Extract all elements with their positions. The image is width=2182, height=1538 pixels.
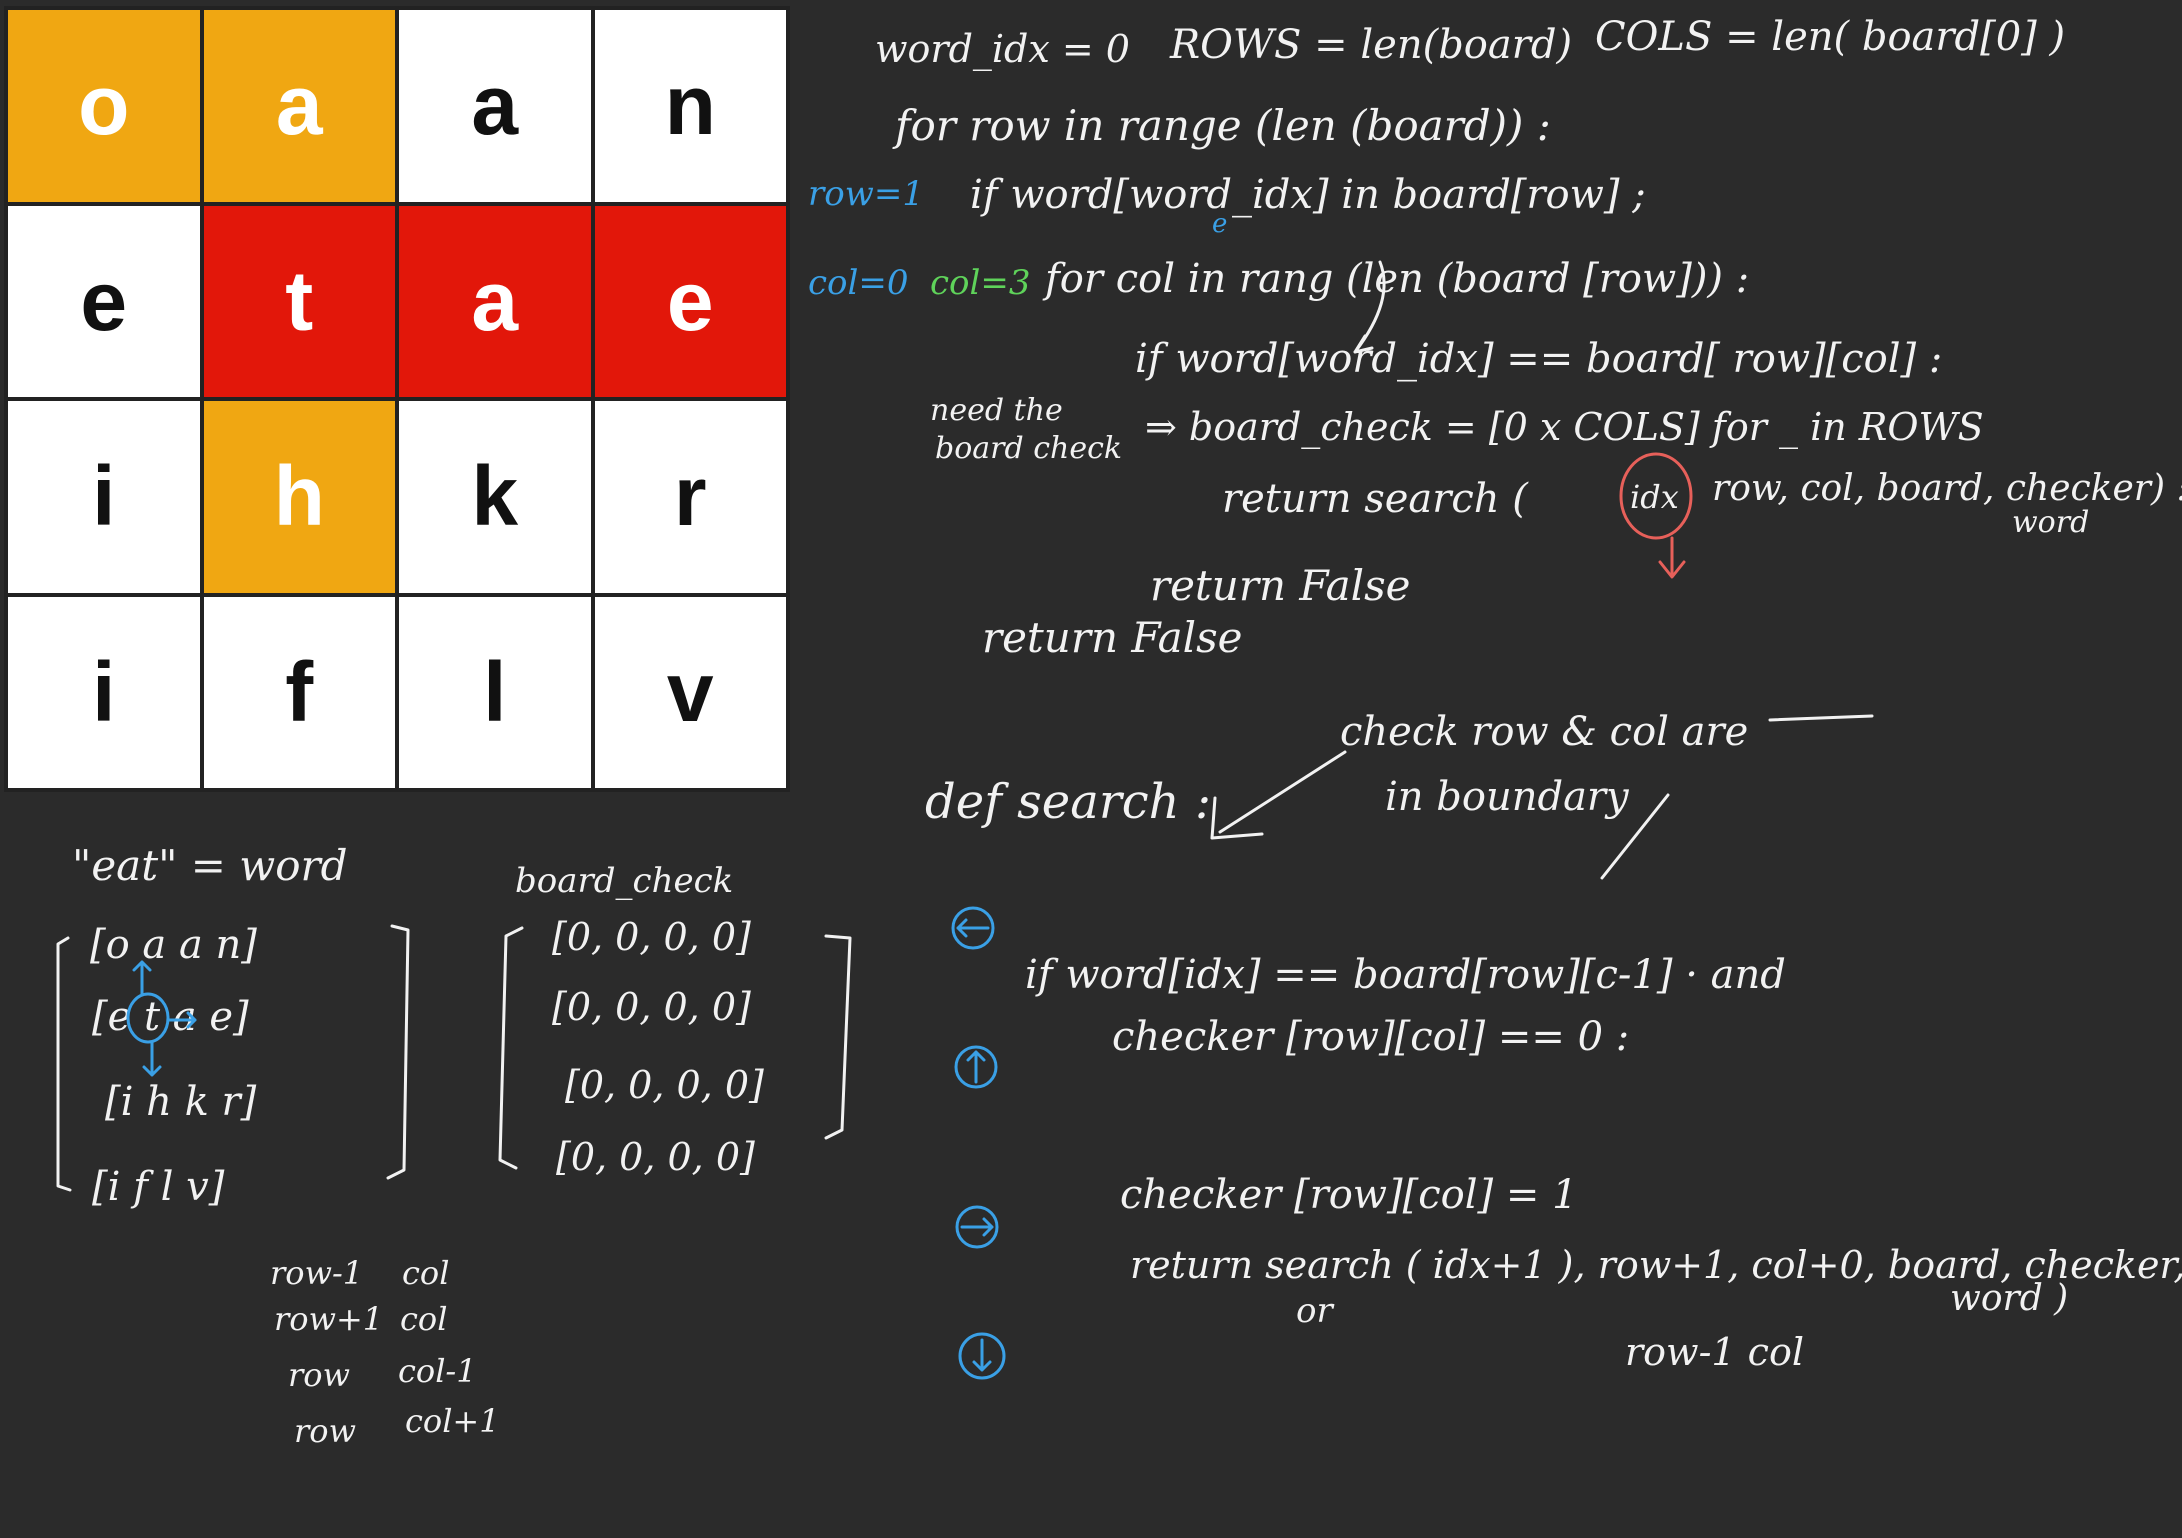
board-matrix-left-bracket xyxy=(498,926,524,1170)
code-word-idx: word_idx = 0 xyxy=(875,27,1130,72)
search-or: or xyxy=(1296,1291,1334,1331)
word-matrix-right-bracket xyxy=(386,924,410,1180)
code-if-equal: if word[word_idx] == board[ row][col] : xyxy=(1135,336,1942,382)
grid-cell-r0-c0: o xyxy=(8,10,200,202)
code-board-check-init: ⇒ board_check = [0 x COLS] for _ in ROWS xyxy=(1145,405,1984,450)
word-matrix-row-3: [i f l v] xyxy=(92,1164,225,1210)
grid-cell-r1-c1: t xyxy=(203,205,395,397)
code-for-row: for row in range (len (board)) : xyxy=(892,101,1551,150)
arrow-right-from-e xyxy=(166,1011,197,1029)
idx-circle xyxy=(1619,452,1693,540)
word-matrix-left-bracket xyxy=(56,936,72,1192)
code-return-search-a: return search ( xyxy=(1222,476,1529,522)
note-cross-stroke xyxy=(1600,793,1670,880)
code-if-word-in-row: if word[word_idx] in board[row] ; xyxy=(970,172,1646,218)
code-for-col: for col in rang (len (board [row])) : xyxy=(1042,256,1749,302)
search-row-col: row-1 col xyxy=(1625,1330,1804,1374)
search-return: return search ( idx+1 ), row+1, col+0, b… xyxy=(1130,1243,2182,1287)
search-assign: checker [row][col] = 1 xyxy=(1120,1172,1578,1218)
note-col-0: col=0 xyxy=(808,263,909,303)
word-header: "eat" = word xyxy=(72,841,348,890)
code-return-search-b: row, col, board, checker) : xyxy=(1712,468,2182,509)
dir-row-1-b: col xyxy=(400,1300,447,1338)
grid-cell-r0-c1: a xyxy=(203,10,395,202)
code-rows: ROWS = len(board) xyxy=(1169,22,1572,68)
code-return-false-inner: return False xyxy=(1150,561,1411,610)
board-check-row-0: [0, 0, 0, 0] xyxy=(552,915,751,959)
grid-cell-r3-c2: l xyxy=(399,596,591,788)
grid-cell-r2-c0: i xyxy=(8,401,200,593)
idx-down-arrow xyxy=(1658,536,1686,579)
search-cond-2: checker [row][col] == 0 : xyxy=(1112,1014,1629,1060)
dir-row-2-a: row xyxy=(288,1356,350,1394)
grid-cell-r3-c0: i xyxy=(8,596,200,788)
highlight-e-circle xyxy=(126,992,170,1044)
code-idx-circled: idx xyxy=(1630,478,1679,516)
note-letter-e: e xyxy=(1212,209,1227,239)
dir-row-1-a: row+1 xyxy=(274,1300,383,1338)
board-check-row-1: [0, 0, 0, 0] xyxy=(552,985,751,1029)
grid-cell-r3-c3: v xyxy=(594,596,786,788)
code-return-false-outer: return False xyxy=(982,613,1243,662)
board-matrix-right-bracket xyxy=(824,934,852,1140)
marker-down-icon xyxy=(958,1332,1006,1380)
side-note-need: need the xyxy=(930,393,1063,428)
grid-cell-r1-c2: a xyxy=(399,205,591,397)
grid-cell-r3-c1: f xyxy=(203,596,395,788)
word-matrix-row-2: [i h k r] xyxy=(105,1079,257,1125)
marker-right-icon xyxy=(955,1205,999,1249)
grid-cell-r2-c2: k xyxy=(399,401,591,593)
code-cols: COLS = len( board[0] ) xyxy=(1595,14,2065,60)
arrow-to-def xyxy=(1210,750,1347,840)
board-check-row-3: [0, 0, 0, 0] xyxy=(556,1135,755,1179)
search-return-word: word ) xyxy=(1950,1278,2068,1319)
dir-row-0-a: row-1 xyxy=(270,1254,363,1292)
note-row-1: row=1 xyxy=(808,174,924,214)
grid-cell-r0-c2: a xyxy=(399,10,591,202)
grid-cell-r2-c1: h xyxy=(203,401,395,593)
note-check-boundary-2: in boundary xyxy=(1385,774,1630,820)
dir-row-3-b: col+1 xyxy=(405,1402,500,1440)
note-check-boundary-1: check row & col are xyxy=(1340,709,1748,755)
grid-cell-r2-c3: r xyxy=(594,401,786,593)
arrow-up-from-e xyxy=(132,960,152,996)
marker-left-icon xyxy=(951,906,995,950)
grid-cell-r0-c3: n xyxy=(594,10,786,202)
def-search-label: def search : xyxy=(925,774,1211,830)
board-check-header: board_check xyxy=(515,861,733,901)
side-note-board-check: board check xyxy=(935,431,1122,466)
dir-row-0-b: col xyxy=(402,1254,449,1292)
grid-cell-r1-c0: e xyxy=(8,205,200,397)
arrow-from-range xyxy=(1353,260,1386,354)
note-col-3: col=3 xyxy=(930,263,1031,303)
arrow-down-from-e xyxy=(142,1040,162,1077)
grid-cell-r1-c3: e xyxy=(594,205,786,397)
code-word-sub: word xyxy=(2012,505,2089,540)
search-cond-1: if word[idx] == board[row][c-1] · and xyxy=(1025,952,1786,998)
dir-row-3-a: row xyxy=(294,1412,356,1450)
word-matrix-row-0: [o a a n] xyxy=(90,922,257,968)
word-matrix-row-1: [e t a e] xyxy=(92,994,249,1040)
board-check-row-2: [0, 0, 0, 0] xyxy=(565,1063,764,1107)
dir-row-2-b: col-1 xyxy=(398,1352,477,1390)
note-underline-are xyxy=(1768,714,1874,722)
marker-up-icon xyxy=(954,1045,998,1089)
